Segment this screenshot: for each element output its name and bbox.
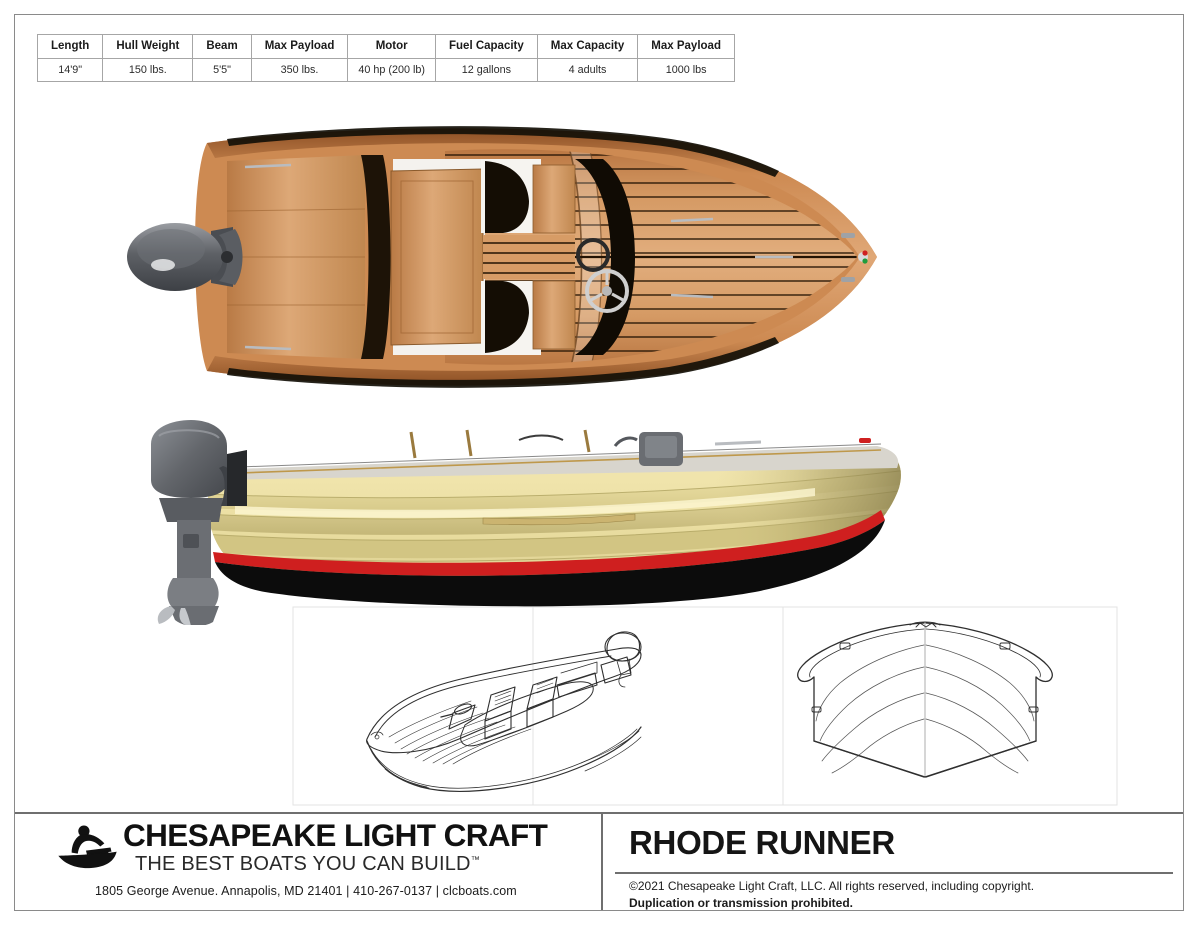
brand-tagline-text: THE BEST BOATS YOU CAN BUILD — [135, 853, 471, 875]
steering-wheel-icon — [585, 269, 629, 313]
boat-profile-view-side — [151, 420, 901, 625]
boat-perspective-line-drawing — [366, 631, 642, 792]
brand-contact-line: 1805 George Avenue. Annapolis, MD 21401 … — [95, 884, 517, 898]
table-header-row: Length Hull Weight Beam Max Payload Moto… — [36, 34, 735, 59]
table-cell: 14'9" — [36, 58, 104, 82]
table-cell: 12 gallons — [435, 58, 538, 82]
plan-seat-starboard — [481, 280, 576, 355]
spec-sheet-page: Length Hull Weight Beam Max Payload Moto… — [14, 14, 1184, 911]
table-cell: 40 hp (200 lb) — [347, 58, 436, 82]
table-cell: 150 lbs. — [102, 58, 194, 82]
table-row: 14'9" 150 lbs. 5'5" 350 lbs. 40 hp (200 … — [36, 58, 735, 82]
trademark-mark: ™ — [470, 854, 480, 865]
copyright-notice: ©2021 Chesapeake Light Craft, LLC. All r… — [629, 878, 1034, 913]
table-header-cell: Motor — [347, 34, 436, 59]
boat-builder-silhouette-logo — [58, 825, 117, 869]
brand-tagline: THE BEST BOATS YOU CAN BUILD™ — [135, 854, 480, 874]
brand-name: CHESAPEAKE LIGHT CRAFT — [123, 817, 548, 853]
table-header-cell: Fuel Capacity — [435, 34, 538, 59]
deck-cleats — [244, 163, 793, 351]
boat-illustrations — [15, 15, 1183, 806]
brand-block: CHESAPEAKE LIGHT CRAFT THE BEST BOATS YO… — [15, 814, 601, 910]
table-cell: 1000 lbs — [637, 58, 735, 82]
profile-hull — [207, 443, 901, 607]
table-cell: 5'5" — [192, 58, 252, 82]
profile-deck-fittings — [409, 429, 871, 466]
plan-cockpit — [226, 155, 635, 359]
boat-plan-view-top-down — [127, 126, 877, 388]
copyright-line-2: Duplication or transmission prohibited. — [629, 896, 854, 911]
table-cell: 350 lbs. — [250, 58, 349, 82]
page-footer: CHESAPEAKE LIGHT CRAFT THE BEST BOATS YO… — [15, 812, 1183, 910]
model-title: RHODE RUNNER — [629, 824, 895, 861]
outboard-motor-profile — [151, 420, 247, 625]
plan-seat-port — [481, 159, 576, 234]
copyright-line-1: ©2021 Chesapeake Light Craft, LLC. All r… — [629, 879, 1035, 893]
outboard-motor-plan — [127, 223, 243, 291]
layout-guide-frames — [292, 606, 1118, 806]
bow-hardware — [841, 233, 868, 282]
model-divider — [615, 872, 1173, 874]
model-block: RHODE RUNNER ©2021 Chesapeake Light Craf… — [615, 814, 1183, 910]
footer-divider — [601, 814, 603, 910]
table-cell: 4 adults — [536, 58, 639, 82]
boat-bow-on-line-drawing — [797, 621, 1053, 778]
specifications-table: Length Hull Weight Beam Max Payload Moto… — [36, 34, 735, 82]
